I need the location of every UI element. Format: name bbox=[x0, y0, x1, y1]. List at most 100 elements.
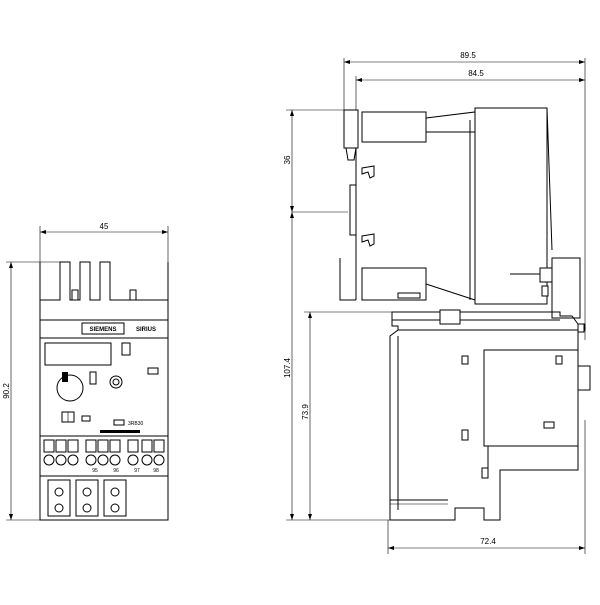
terminal-label-96: 96 bbox=[113, 468, 119, 474]
contactor-edge bbox=[546, 107, 553, 251]
series-label: SIRIUS bbox=[136, 327, 156, 333]
relay-top-terminal bbox=[439, 309, 461, 325]
front-view: 45 90.2 SIEMENS SIRIUS 3RB30 bbox=[2, 222, 169, 521]
relay-front-panel bbox=[483, 349, 579, 447]
arrow-left bbox=[40, 230, 46, 234]
terminal-box bbox=[43, 439, 55, 453]
front-bar bbox=[100, 430, 140, 433]
aux-pin-head bbox=[539, 267, 553, 283]
arrow-down bbox=[308, 514, 312, 520]
terminal-screw[interactable] bbox=[85, 454, 97, 466]
side-left-lower-label: 73.9 bbox=[301, 404, 310, 420]
arrow-up bbox=[308, 312, 312, 318]
relay-marker bbox=[555, 355, 563, 365]
brand-label: SIEMENS bbox=[89, 327, 116, 333]
relay-marker bbox=[543, 421, 555, 429]
aux-connector bbox=[541, 285, 549, 297]
arrow-up bbox=[290, 110, 294, 116]
front-led bbox=[81, 415, 91, 422]
terminal-box bbox=[153, 439, 165, 453]
side-left-full-label: 107.4 bbox=[283, 357, 292, 378]
contactor-main-body bbox=[474, 107, 548, 305]
terminal-screw[interactable] bbox=[43, 454, 55, 466]
arrow-up bbox=[290, 212, 294, 218]
arrow-down bbox=[290, 514, 294, 520]
arrow-right bbox=[162, 230, 168, 234]
arrow-right bbox=[579, 60, 585, 64]
front-marker bbox=[113, 419, 125, 426]
terminal-screw[interactable] bbox=[109, 454, 121, 466]
model-label: 3RB30 bbox=[128, 421, 144, 427]
main-terminals bbox=[47, 479, 127, 517]
setting-dial[interactable] bbox=[56, 374, 84, 402]
main-terminal-2 bbox=[75, 479, 99, 517]
terminal-box bbox=[67, 439, 79, 453]
main-terminal-3 bbox=[103, 479, 127, 517]
terminal-screw[interactable] bbox=[127, 454, 139, 466]
terminal-box bbox=[85, 439, 97, 453]
arrow-right bbox=[579, 546, 585, 550]
terminal-strip: 95 96 97 98 bbox=[43, 439, 165, 474]
terminal-box bbox=[141, 439, 153, 453]
main-terminal-screw[interactable] bbox=[82, 487, 92, 497]
relay-marker bbox=[461, 355, 469, 365]
side-view: 89.5 84.5 107.4 36 73.9 72.4 bbox=[283, 51, 591, 554]
front-test-button[interactable] bbox=[121, 342, 131, 356]
arrow-left bbox=[356, 78, 362, 82]
dial-pointer bbox=[62, 372, 68, 382]
contactor-lower-wedge bbox=[425, 283, 476, 301]
relay-marker bbox=[577, 323, 585, 333]
side-bottom-label: 72.4 bbox=[480, 537, 496, 546]
main-terminal-screw[interactable] bbox=[110, 487, 120, 497]
front-display-window bbox=[44, 342, 112, 366]
contactor-clip-lower bbox=[361, 233, 375, 247]
main-terminal-1 bbox=[47, 479, 71, 517]
arrow-left bbox=[388, 546, 394, 550]
relay-reset-knob[interactable] bbox=[577, 365, 591, 391]
arrow-left bbox=[344, 60, 350, 64]
relay-housing bbox=[389, 311, 586, 521]
terminal-screw[interactable] bbox=[153, 454, 165, 466]
relay-marker bbox=[461, 429, 469, 441]
main-terminal-screw[interactable] bbox=[82, 503, 92, 513]
contactor-top-terminal bbox=[343, 109, 359, 149]
contactor-clip-upper bbox=[361, 165, 375, 179]
terminal-box bbox=[127, 439, 139, 453]
side-top-inner-label: 84.5 bbox=[468, 69, 484, 78]
front-height-label: 90.2 bbox=[2, 383, 11, 399]
front-width-label: 45 bbox=[100, 222, 109, 231]
terminal-label-95: 95 bbox=[92, 468, 98, 474]
side-top-total-label: 89.5 bbox=[460, 51, 476, 60]
side-left-upper-label: 36 bbox=[283, 155, 292, 164]
terminal-box bbox=[109, 439, 121, 453]
contactor-terminal-tip bbox=[345, 147, 357, 161]
brand-plate bbox=[81, 322, 125, 335]
terminal-screw[interactable] bbox=[141, 454, 153, 466]
arrow-up bbox=[9, 262, 13, 268]
contactor-lower-terminal bbox=[397, 292, 421, 299]
arrow-down bbox=[9, 514, 13, 520]
contactor-rail-clip bbox=[349, 184, 357, 236]
contactor-upper-wedge bbox=[425, 111, 476, 133]
arrow-right bbox=[579, 78, 585, 82]
front-heatsink bbox=[39, 261, 169, 301]
aux-block bbox=[551, 257, 581, 319]
terminal-screw[interactable] bbox=[67, 454, 79, 466]
main-terminal-screw[interactable] bbox=[54, 503, 64, 513]
front-slot bbox=[89, 371, 97, 385]
terminal-label-98: 98 bbox=[153, 468, 159, 474]
terminal-screw[interactable] bbox=[97, 454, 109, 466]
relay-marker bbox=[481, 467, 489, 479]
front-screw-slot-1 bbox=[71, 289, 79, 301]
arrow-down bbox=[290, 206, 294, 212]
terminal-box bbox=[55, 439, 67, 453]
main-terminal-screw[interactable] bbox=[54, 487, 64, 497]
main-terminal-screw[interactable] bbox=[110, 503, 120, 513]
terminal-box bbox=[97, 439, 109, 453]
front-screw-slot-2 bbox=[129, 289, 137, 301]
terminal-screw[interactable] bbox=[55, 454, 67, 466]
contactor-lower-left bbox=[339, 258, 356, 301]
front-indicator bbox=[147, 367, 159, 375]
